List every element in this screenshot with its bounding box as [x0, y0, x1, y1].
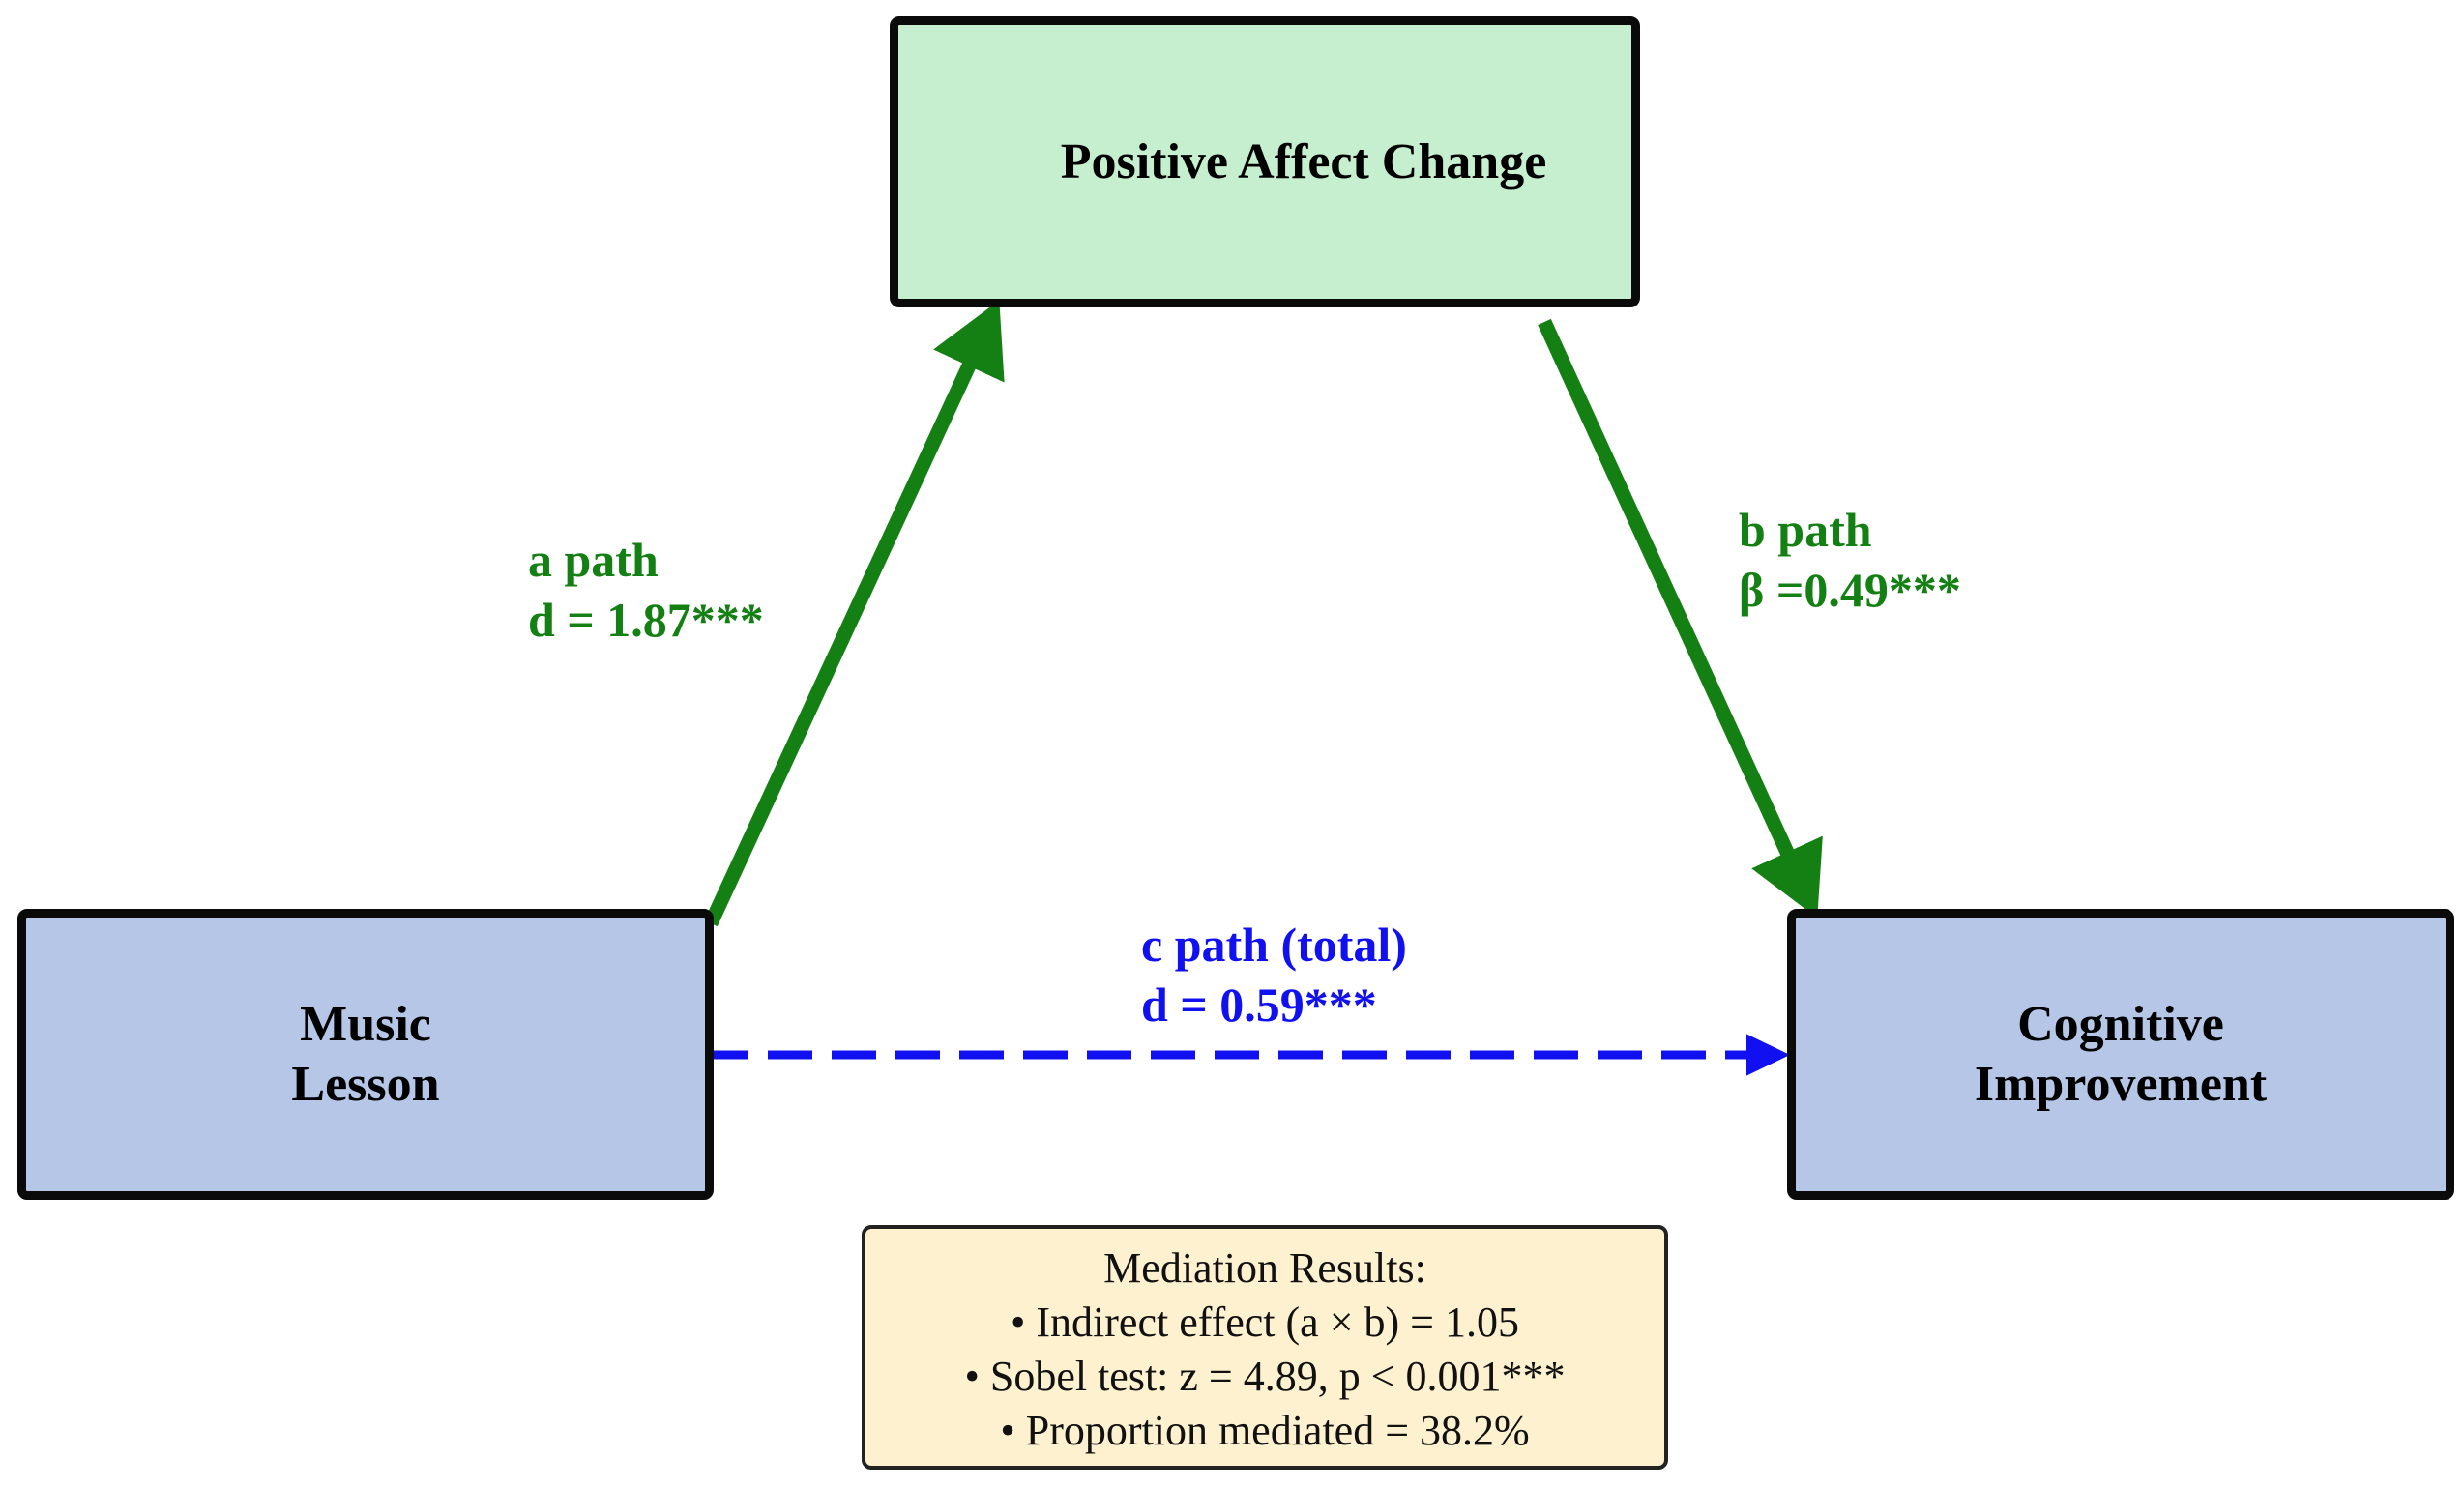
- a-path-name: a path: [528, 533, 659, 587]
- b-path-label: b path β =0.49***: [1739, 500, 1961, 620]
- b-path-stat: β =0.49***: [1739, 563, 1961, 617]
- predictor-label-line2: Lesson: [291, 1056, 440, 1112]
- c-path-name: c path (total): [1141, 918, 1407, 972]
- a-path-arrow: [704, 300, 1005, 927]
- a-path-label: a path d = 1.87***: [528, 530, 764, 650]
- predictor-label-line1: Music: [300, 996, 431, 1052]
- results-item-proportion-mediated: • Proportion mediated = 38.2%: [1000, 1407, 1530, 1454]
- results-item-sobel-test: • Sobel test: z = 4.89, p < 0.001***: [964, 1353, 1566, 1400]
- c-path-stat: d = 0.59***: [1141, 977, 1377, 1032]
- a-path-stat: d = 1.87***: [528, 593, 764, 647]
- outcome-node: Cognitive Improvement: [1787, 909, 2454, 1200]
- b-path-name: b path: [1739, 503, 1872, 557]
- outcome-label-line2: Improvement: [1974, 1056, 2268, 1112]
- b-path-arrow: [1538, 318, 1823, 919]
- mediator-node: Positive Affect Change: [890, 16, 1640, 307]
- mediation-results-box: Mediation Results: • Indirect effect (a …: [862, 1225, 1668, 1470]
- c-path-label: c path (total) d = 0.59***: [1141, 915, 1407, 1035]
- predictor-node: Music Lesson: [17, 909, 714, 1200]
- mediator-label: Positive Affect Change: [1060, 134, 1547, 190]
- results-title: Mediation Results:: [1103, 1244, 1426, 1292]
- outcome-label-line1: Cognitive: [2017, 996, 2224, 1052]
- results-item-indirect-effect: • Indirect effect (a × b) = 1.05: [1010, 1298, 1519, 1346]
